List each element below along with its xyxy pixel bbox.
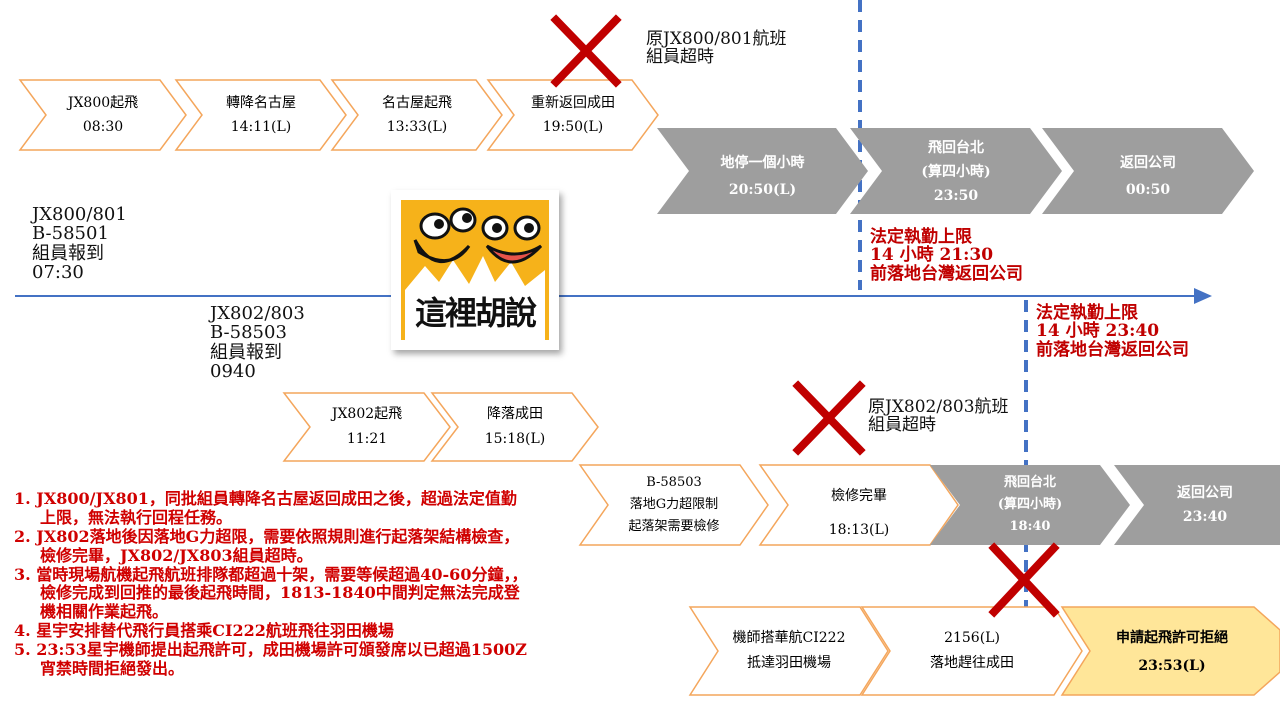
bottom-event-6: 2156(L)落地趕往成田	[930, 630, 1014, 672]
explanation-notes: 1. JX800/JX801，同批組員轉降名古屋返回成田之後，超過法定值勤 上限…	[14, 489, 614, 679]
note-line: 上限，無法執行回程任務。	[40, 507, 233, 527]
chevron-bottom-gray-1	[930, 465, 1130, 545]
note-line: 1. JX800/JX801，同批組員轉降名古屋返回成田之後，超過法定值勤	[14, 489, 517, 508]
bottom-gray-event-1: 飛回台北(算四小時)18:40	[997, 475, 1063, 535]
chevron-top-2	[174, 79, 347, 151]
top-cancel-note: 原JX800/801航班組員超時	[646, 29, 787, 68]
logo-text: 這裡胡說	[414, 294, 537, 332]
top-report-label: 組員報到	[32, 242, 104, 264]
chevron-bottom-5	[688, 606, 889, 696]
top-aircraft: B-58501	[32, 223, 109, 245]
cancel-cross-icon-bottom	[988, 542, 1060, 618]
chevron-bottom-1	[282, 392, 451, 462]
bottom-cancel-note: 原JX802/803航班組員超時	[868, 397, 1009, 436]
chevron-top-gray-1	[657, 128, 868, 214]
bottom-aircraft: B-58503	[210, 322, 287, 344]
chevron-final	[1060, 606, 1280, 696]
top-gray-event-2: 飛回台北(算四小時)23:50	[921, 140, 991, 204]
top-flight-number: JX800/801	[32, 204, 127, 225]
chevron-top-1	[18, 79, 187, 151]
note-line: 2. JX802落地後因落地G力超限，需要依照規則進行起落架結構檢查，	[14, 526, 520, 546]
bottom-flight-info: JX802/803 B-58503 組員報到 0940	[210, 304, 305, 382]
top-flight-info: JX800/801 B-58501 組員報到 07:30	[32, 205, 127, 283]
note-line: 檢修完畢，JX802/JX803組員超時。	[40, 545, 313, 565]
note-line: 機相關作業起飛。	[40, 602, 169, 622]
top-report-time: 07:30	[32, 262, 84, 284]
chevron-top-gray-3	[1042, 128, 1254, 214]
note-line: 5. 23:53星宇機師提出起飛許可，成田機場許可頒發席以已超過1500Z	[14, 640, 527, 659]
cancel-cross-icon-mid	[792, 380, 866, 456]
note-line: 宵禁時間拒絕發出。	[40, 658, 185, 678]
note-line: 4. 星宇安排替代飛行員搭乘CI222航班飛往羽田機場	[14, 621, 394, 641]
logo-art	[401, 200, 549, 340]
note-line: 3. 當時現場航機起飛航班排隊都超過十架，需要等候超過40-60分鐘，，	[14, 564, 528, 584]
chevron-top-4	[486, 79, 659, 151]
cancel-cross-icon-top	[550, 14, 622, 88]
note-line: 檢修完成到回推的最後起飛時間，1813-1840中間判定無法完成登	[40, 583, 520, 603]
chevron-top-gray-2	[850, 128, 1062, 214]
bottom-report-label: 組員報到	[210, 341, 282, 363]
chevron-bottom-2	[430, 392, 599, 462]
chevron-bottom-3	[578, 464, 769, 546]
bottom-report-time: 0940	[210, 361, 256, 383]
chevron-bottom-gray-2	[1114, 465, 1280, 545]
logo: 這裡胡說	[391, 190, 559, 350]
chevron-top-3	[330, 79, 503, 151]
bottom-flight-number: JX802/803	[210, 303, 305, 324]
